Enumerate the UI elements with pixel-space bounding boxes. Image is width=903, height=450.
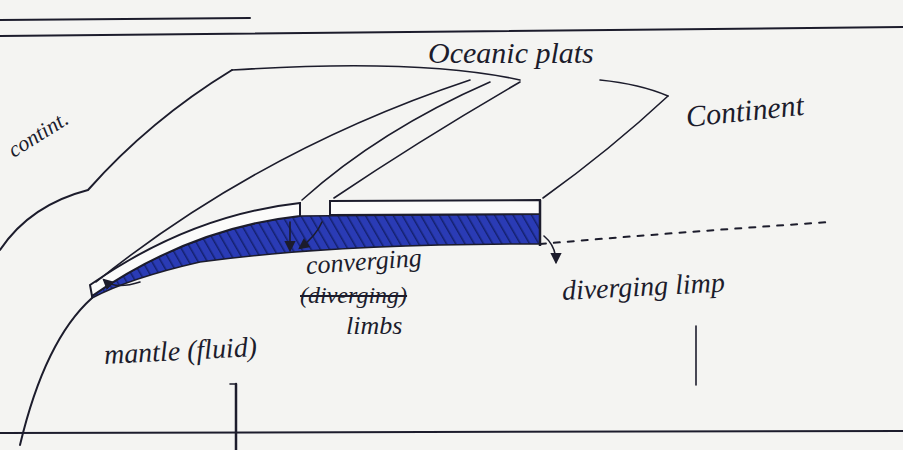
leader-line [230, 383, 236, 385]
leader-line [302, 82, 490, 200]
mantle-label: mantle (fluid) [103, 332, 258, 371]
leader-line [600, 80, 668, 96]
page-rule [0, 27, 903, 36]
motion-arrow [104, 280, 140, 286]
oceanic-plate [90, 203, 300, 296]
limb-label: limbs [346, 312, 402, 341]
limb-label: converging [305, 244, 423, 281]
motion-arrow [300, 222, 322, 248]
leader-line [695, 326, 697, 385]
earth-curve [20, 298, 92, 445]
motion-arrow [289, 222, 291, 250]
page-rule [0, 18, 250, 20]
leader-line [235, 384, 238, 450]
plate-label: Oceanic plats [428, 36, 594, 69]
limb-label: (diverging) [300, 282, 407, 308]
motion-arrow [544, 236, 556, 262]
continent-label: Continent [684, 88, 805, 133]
leader-line [543, 96, 668, 198]
page-rule [0, 431, 903, 433]
leader-line [96, 80, 470, 282]
continent-label: contint. [4, 107, 73, 163]
oceanic-plate [330, 200, 540, 215]
limb-label: diverging limp [561, 267, 725, 306]
leader-line [334, 82, 520, 198]
plate-edge [539, 200, 542, 246]
earth-outline [0, 70, 232, 250]
earth-curve [540, 222, 830, 244]
